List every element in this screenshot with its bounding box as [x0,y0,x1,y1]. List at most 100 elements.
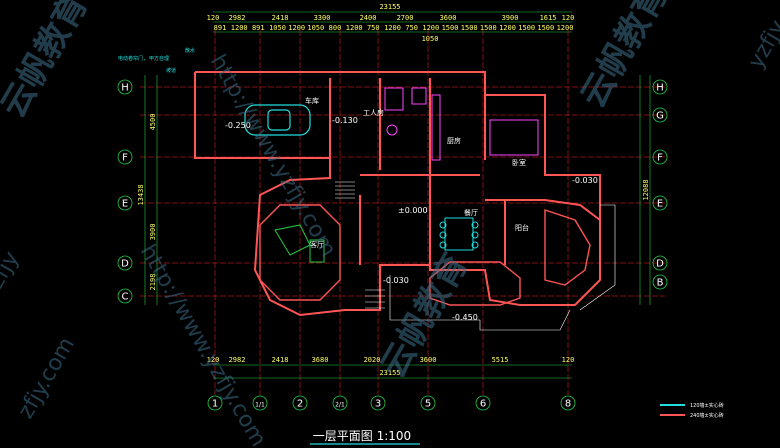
bottom-dim-6: 5515 [492,356,509,364]
terrace-lines [389,204,616,331]
top-dim-2-8: 750 [367,24,380,32]
room-living: 客厅 [310,240,324,249]
walls [194,71,601,317]
room-dining: 餐厅 [464,208,478,217]
top-dim-2-16: 1500 [518,24,535,32]
top-dim-1-9: 120 [562,14,575,22]
watermark-bottom: zfjy.com [14,333,80,423]
row-bubble-label: E [122,199,128,210]
bottom-dim-3: 3680 [312,356,329,364]
level-step: -0.130 [332,116,358,125]
kitchen-fixtures [431,94,539,161]
level-outdoor: -0.450 [452,313,478,322]
bathroom-fixtures [384,87,427,136]
watermark-url-1: http://www.yzfjy.com [135,241,271,448]
col-bubble-label: 3 [375,399,381,410]
living-furniture [274,224,325,263]
level-porch: -0.030 [383,276,409,285]
row-bubble-circle [117,79,133,95]
row-bubble-circle [652,274,668,290]
row-bubble-label: C [122,292,129,303]
axis-grid-lines [140,30,665,395]
watermark-side-right: yzfjy [744,16,780,73]
staircase [335,181,385,309]
bottom-dim-5: 3600 [420,356,437,364]
legend: 120墙±实心砖 240墙±实心砖 [660,402,724,419]
top-dim-2-2: 891 [252,24,265,32]
level-terrace: -0.030 [572,176,598,185]
row-bubble-circle [117,149,133,165]
row-bubble-circle [652,149,668,165]
car-icon [244,104,311,136]
top-dim-1-5: 2700 [397,14,414,22]
bottom-dim-2: 2418 [272,356,289,364]
top-dim-2-15: 1200 [499,24,516,32]
top-dim-2-11: 1200 [422,24,439,32]
row-bubble-label: B [657,278,664,289]
watermark-url-2: http://www.yzfjy.com [205,51,341,262]
top-dim-2-0: 891 [214,24,227,32]
dining-table-icon [439,217,479,251]
col-bubble-label: 5 [425,399,431,410]
col-bubble-circle [252,395,268,411]
top-dim-2-17: 1500 [537,24,554,32]
row-bubble-label: D [656,259,664,270]
room-worker: 工人房 [363,108,384,117]
row-bubble-label: G [656,111,664,122]
top-dim-1-2: 2418 [272,14,289,22]
top-dim-2-7: 1200 [346,24,363,32]
watermark-brand-left: 云帆教育 [0,0,96,124]
col-bubble-circle [332,395,348,411]
top-dim-2-14: 1500 [480,24,497,32]
level-garage: -0.250 [225,121,251,130]
top-dim-1-7: 3900 [502,14,519,22]
col-bubble-label: 1/1 [255,402,265,409]
top-dim-2-5: 1050 [307,24,324,32]
top-dim-1-4: 2400 [360,14,377,22]
note-ramp: 坡道 [166,67,176,74]
col-bubble-circle [420,395,436,411]
top-dim-2-10: 750 [405,24,418,32]
level-main: ±0.000 [398,206,428,215]
row-bubble-circle [117,195,133,211]
row-bubble-label: E [657,199,663,210]
top-dim-1-3: 3300 [314,14,331,22]
top-total-dim: 23155 [379,3,400,11]
left-dimension-lines [144,75,158,305]
left-seg-2: 3900 [149,224,157,241]
top-dim-2-1: 1200 [231,24,248,32]
top-dim-2-13: 1500 [461,24,478,32]
row-bubble-circle [117,255,133,271]
row-bubble-circle [652,107,668,123]
top-dimension-lines [213,11,572,33]
top-dim-1-8: 1615 [540,14,557,22]
top-extra-dim: 1050 [422,35,439,43]
left-total-dim: 13438 [137,184,145,205]
left-seg-3: 2198 [149,274,157,291]
drawing-title: 一层平面图 1:100 [313,429,411,443]
top-dim-1-6: 3600 [440,14,457,22]
col-bubble-circle [207,395,223,411]
bottom-dim-0: 120 [207,356,220,364]
row-bubble-circle [117,288,133,304]
note-door: 电动卷帘门, 甲方自理 [118,55,169,62]
row-bubble-label: H [656,83,664,94]
legend-item-2: 240墙±实心砖 [690,412,724,419]
row-bubble-circle [652,79,668,95]
top-dim-2-4: 1200 [288,24,305,32]
room-garage: 车库 [305,96,319,105]
col-bubble-circle [475,395,491,411]
col-bubble-circle [370,395,386,411]
right-total-dim: 12088 [642,179,650,200]
col-bubble-label: 2 [297,399,303,410]
bottom-dimension-lines [213,364,572,379]
top-dim-2-18: 1200 [557,24,574,32]
bottom-total-dim: 23155 [379,369,400,377]
bottom-dim-1: 2982 [229,356,246,364]
